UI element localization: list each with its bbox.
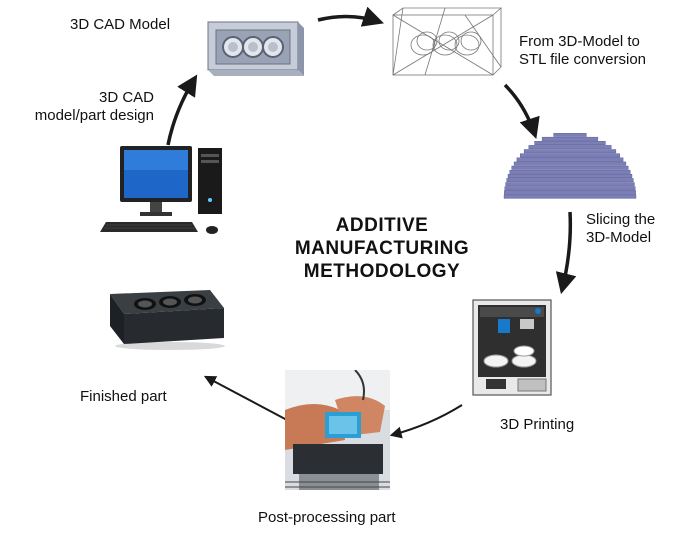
dome-slice [507,174,633,178]
dome-slice [516,157,624,162]
sliced-dome-icon [503,133,637,199]
dome-slice [503,194,637,199]
stl-wireframe-icon [392,7,503,76]
cad-model-block-icon [207,21,304,76]
label-stl-line2: STL file conversion [519,51,647,68]
label-finished-part: Finished part [80,388,167,405]
title-line-2: MANUFACTURING [294,238,470,259]
arrow-cad-to-stl [317,6,384,27]
label-cad-model: 3D CAD Model [70,16,171,33]
arrow-design-to-cad [166,74,198,146]
label-post-processing: Post-processing part [258,509,396,526]
label-cad-design: 3D CAD model/part design [34,89,154,125]
label-slicing-line2: 3D-Model [586,229,652,246]
dome-slice [553,133,587,137]
arrow-print-to-post [389,404,463,439]
title-line-3: METHODOLOGY [303,261,461,282]
arrow-slice-to-print [555,211,577,295]
dome-slice [534,141,606,145]
arrow-stl-to-slice [503,83,540,139]
dome-slice [504,186,636,191]
dome-slice [506,178,634,183]
title-line-1: ADDITIVE [335,215,429,236]
dome-slice [520,153,620,158]
label-stl-line1: From 3D-Model to [519,33,640,50]
label-3d-printing: 3D Printing [500,416,575,433]
dome-slice [504,190,636,195]
dome-slice [513,161,627,166]
post-processing-photo-icon [285,370,390,490]
label-design-line2: model/part design [34,107,154,124]
diagram-title: ADDITIVE MANUFACTURING METHODOLOGY [282,214,482,283]
dome-slice [523,149,617,154]
label-slicing: Slicing the 3D-Model [586,211,655,247]
desktop-computer-icon [100,146,222,234]
label-design-line1: 3D CAD [98,89,154,106]
3d-printer-icon [472,299,552,396]
dome-slice [541,136,599,141]
dome-slice [528,145,612,150]
dome-slice [509,169,631,174]
dome-slice [505,182,635,187]
label-slicing-line1: Slicing the [586,211,656,228]
arrow-post-to-finished [203,375,288,421]
label-stl-conversion: From 3D-Model to STL file conversion [519,33,646,69]
finished-part-icon [110,290,225,350]
dome-slice [511,165,629,170]
